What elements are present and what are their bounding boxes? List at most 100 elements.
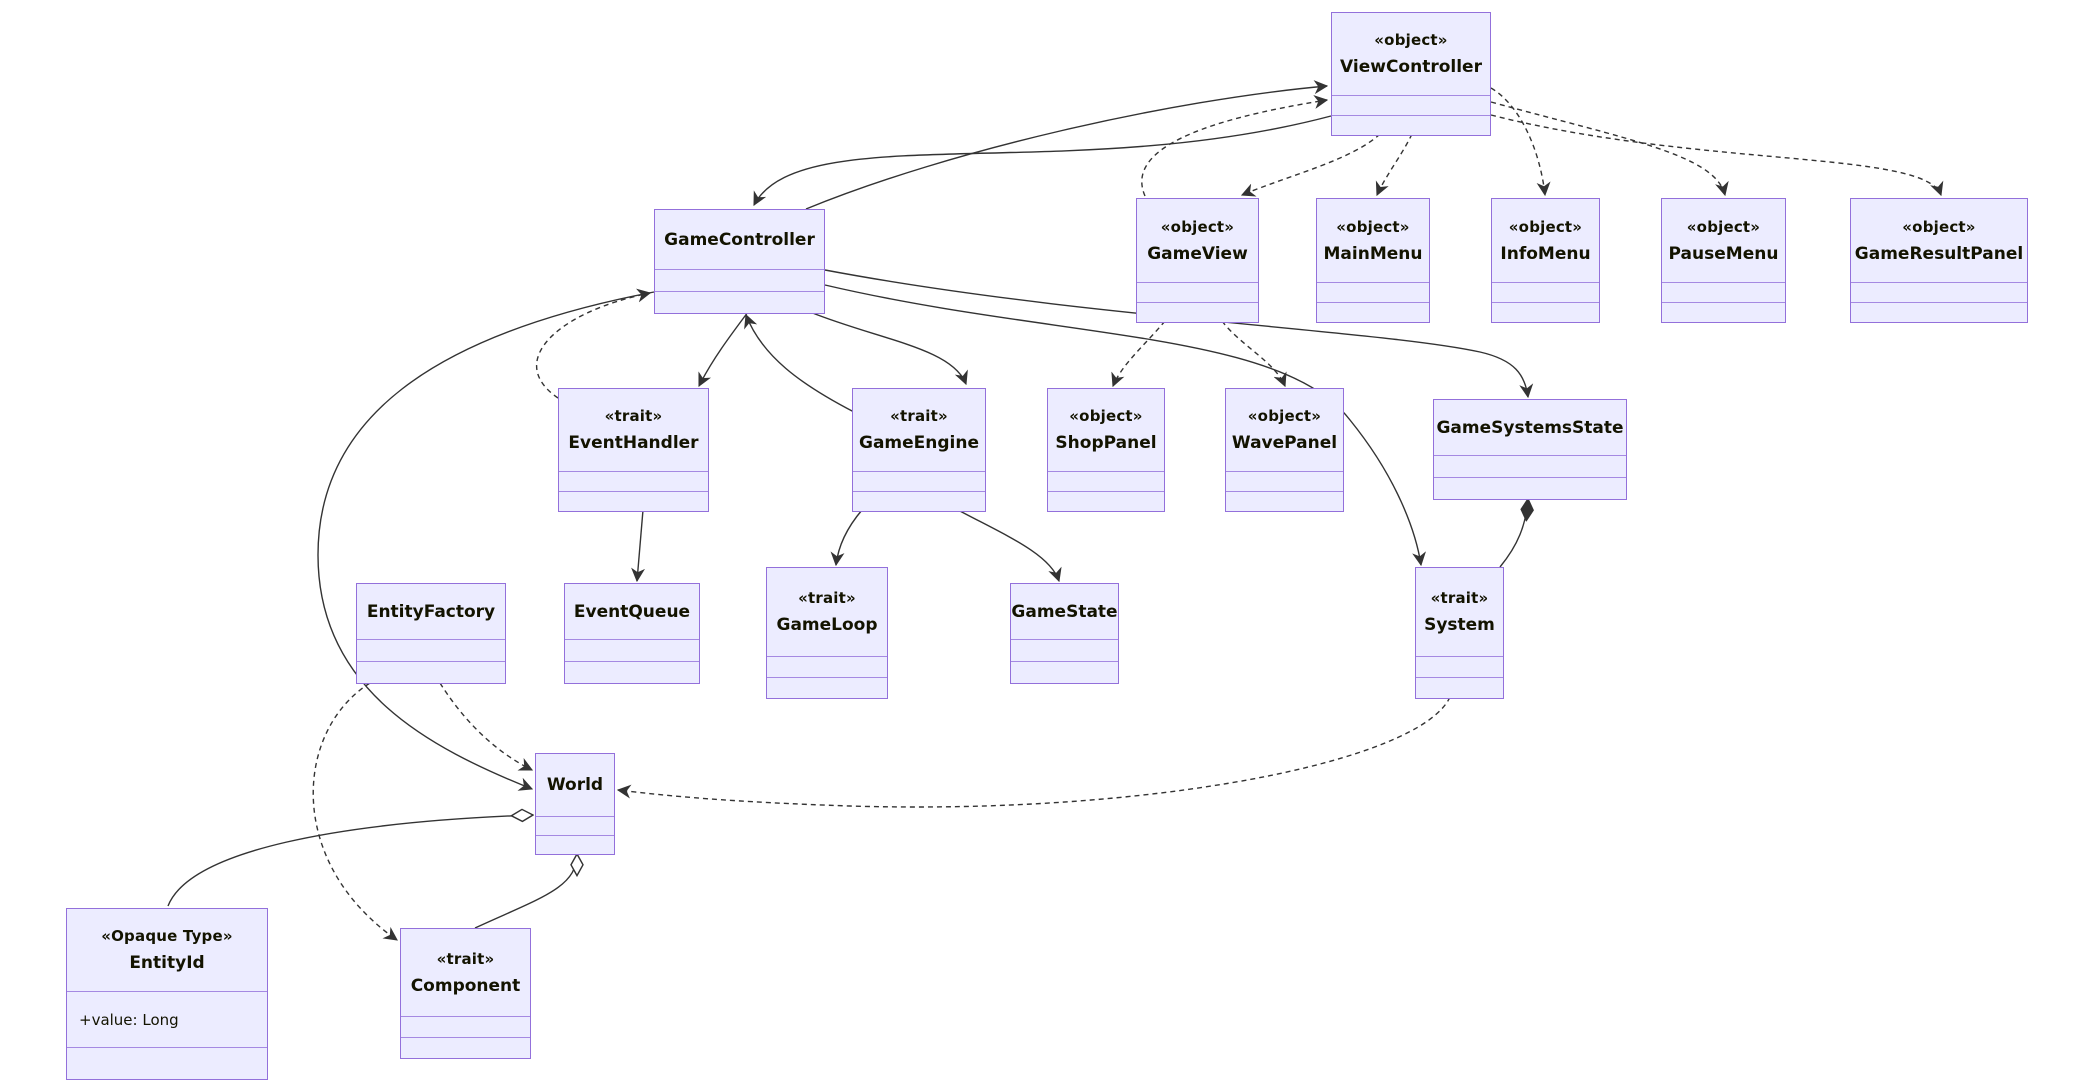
class-compartment: [1226, 471, 1343, 491]
class-header: GameSystemsState: [1434, 400, 1626, 455]
class-stereotype: «trait»: [1430, 589, 1489, 607]
class-name: InfoMenu: [1500, 243, 1591, 264]
edge-GameController-to-World-association: [317, 291, 655, 791]
class-header: «object» ViewController: [1332, 13, 1490, 95]
class-header: «object» PauseMenu: [1662, 199, 1785, 282]
class-compartment: [536, 835, 614, 854]
edge-ViewController-to-GameController-association: [753, 115, 1332, 207]
class-name: GameState: [1011, 601, 1118, 622]
class-GameSystemsState: GameSystemsState: [1433, 399, 1627, 500]
class-compartment: [1332, 115, 1490, 135]
class-compartment: [1048, 491, 1164, 511]
class-header: EntityFactory: [357, 584, 505, 639]
edge-GameView-to-ViewController-dependency: [1141, 95, 1329, 197]
class-header: «object» GameView: [1137, 199, 1258, 282]
class-compartment: [1416, 677, 1503, 698]
class-stereotype: «object»: [1336, 217, 1410, 236]
edge-GameController-to-GameEngine-association: [809, 311, 968, 386]
edge-EntityId-to-World-aggregation: [167, 815, 533, 907]
class-EntityId: «Opaque Type» EntityId +value: Long: [66, 908, 268, 1080]
class-compartment: [655, 269, 824, 291]
class-compartment: [536, 816, 614, 835]
class-GameController: GameController: [654, 209, 825, 314]
class-name: World: [546, 775, 604, 795]
class-name: GameView: [1147, 243, 1248, 264]
edge-ViewController-to-PauseMenu-dependency: [1490, 101, 1729, 197]
edge-ViewController-to-InfoMenu-dependency: [1490, 87, 1551, 197]
class-GameLoop: «trait» GameLoop: [766, 567, 888, 699]
edge-EntityFactory-to-Component-dependency: [312, 682, 398, 941]
class-stereotype: «trait»: [798, 589, 856, 607]
class-Component: «trait» Component: [400, 928, 531, 1059]
class-compartment: [1851, 302, 2027, 322]
edge-System-to-World-dependency: [616, 696, 1451, 808]
edge-GameController-to-System-association: [824, 284, 1426, 567]
class-compartment: [1011, 661, 1118, 683]
class-PauseMenu: «object» PauseMenu: [1661, 198, 1786, 323]
class-compartment: [655, 291, 824, 313]
class-compartment: [559, 471, 708, 491]
edge-GameController-to-EventHandler-association: [698, 311, 749, 388]
class-header: «trait» System: [1416, 568, 1503, 656]
class-GameEngine: «trait» GameEngine: [852, 388, 986, 512]
class-EventHandler: «trait» EventHandler: [558, 388, 709, 512]
class-compartment: [1416, 656, 1503, 677]
class-name: EventHandler: [568, 433, 699, 453]
class-header: «trait» GameEngine: [853, 389, 985, 471]
class-compartment: [559, 491, 708, 511]
edge-GameController-to-ViewController-association: [805, 80, 1329, 210]
class-stereotype: «object»: [1374, 31, 1448, 49]
attribute-label: +value: Long: [79, 1010, 179, 1029]
class-header: «object» WavePanel: [1226, 389, 1343, 471]
class-compartment: [853, 471, 985, 491]
class-compartment: [853, 491, 985, 511]
class-InfoMenu: «object» InfoMenu: [1491, 198, 1600, 323]
edge-GameEngine-to-GameLoop-association: [830, 509, 863, 567]
edge-GameEngine-to-GameController-association: [744, 313, 855, 413]
class-name: MainMenu: [1323, 243, 1423, 264]
class-compartment: [565, 661, 699, 683]
class-compartment: [1851, 282, 2027, 302]
class-compartment: [565, 639, 699, 661]
edge-GameView-to-ShopPanel-dependency: [1111, 320, 1166, 388]
edge-ViewController-to-GameView-dependency: [1240, 133, 1381, 197]
class-EntityFactory: EntityFactory: [356, 583, 506, 684]
class-GameResultPanel: «object» GameResultPanel: [1850, 198, 2028, 323]
edge-Component-to-World-aggregation: [474, 854, 577, 929]
class-name: ViewController: [1340, 57, 1482, 77]
class-header: GameState: [1011, 584, 1118, 639]
class-compartment: +value: Long: [67, 991, 267, 1047]
class-name: EntityId: [129, 953, 205, 973]
class-compartment: [767, 677, 887, 698]
edge-EntityFactory-to-World-dependency: [439, 682, 534, 771]
class-compartment: [1434, 477, 1626, 499]
class-compartment: [1662, 282, 1785, 302]
class-WavePanel: «object» WavePanel: [1225, 388, 1344, 512]
edge-GameView-to-WavePanel-dependency: [1221, 320, 1287, 388]
class-name: GameSystemsState: [1436, 417, 1624, 438]
class-EventQueue: EventQueue: [564, 583, 700, 684]
class-header: «trait» Component: [401, 929, 530, 1016]
class-GameState: GameState: [1010, 583, 1119, 684]
edge-ViewController-to-MainMenu-dependency: [1375, 133, 1413, 197]
class-compartment: [1137, 282, 1258, 302]
edge-ViewController-to-GameResultPanel-dependency: [1490, 114, 1944, 197]
class-compartment: [767, 656, 887, 677]
class-header: «object» InfoMenu: [1492, 199, 1599, 282]
class-ViewController: «object» ViewController: [1331, 12, 1491, 136]
class-stereotype: «Opaque Type»: [101, 927, 233, 945]
class-name: GameLoop: [776, 615, 878, 635]
class-header: «trait» EventHandler: [559, 389, 708, 471]
class-compartment: [1317, 282, 1429, 302]
class-stereotype: «object»: [1247, 407, 1322, 425]
class-stereotype: «object»: [1902, 217, 1976, 236]
class-name: EventQueue: [573, 601, 691, 622]
class-name: ShopPanel: [1055, 433, 1157, 453]
class-name: System: [1424, 615, 1495, 635]
class-name: EntityFactory: [366, 601, 496, 622]
class-compartment: [357, 661, 505, 683]
class-name: WavePanel: [1231, 433, 1338, 453]
class-stereotype: «trait»: [890, 407, 948, 425]
